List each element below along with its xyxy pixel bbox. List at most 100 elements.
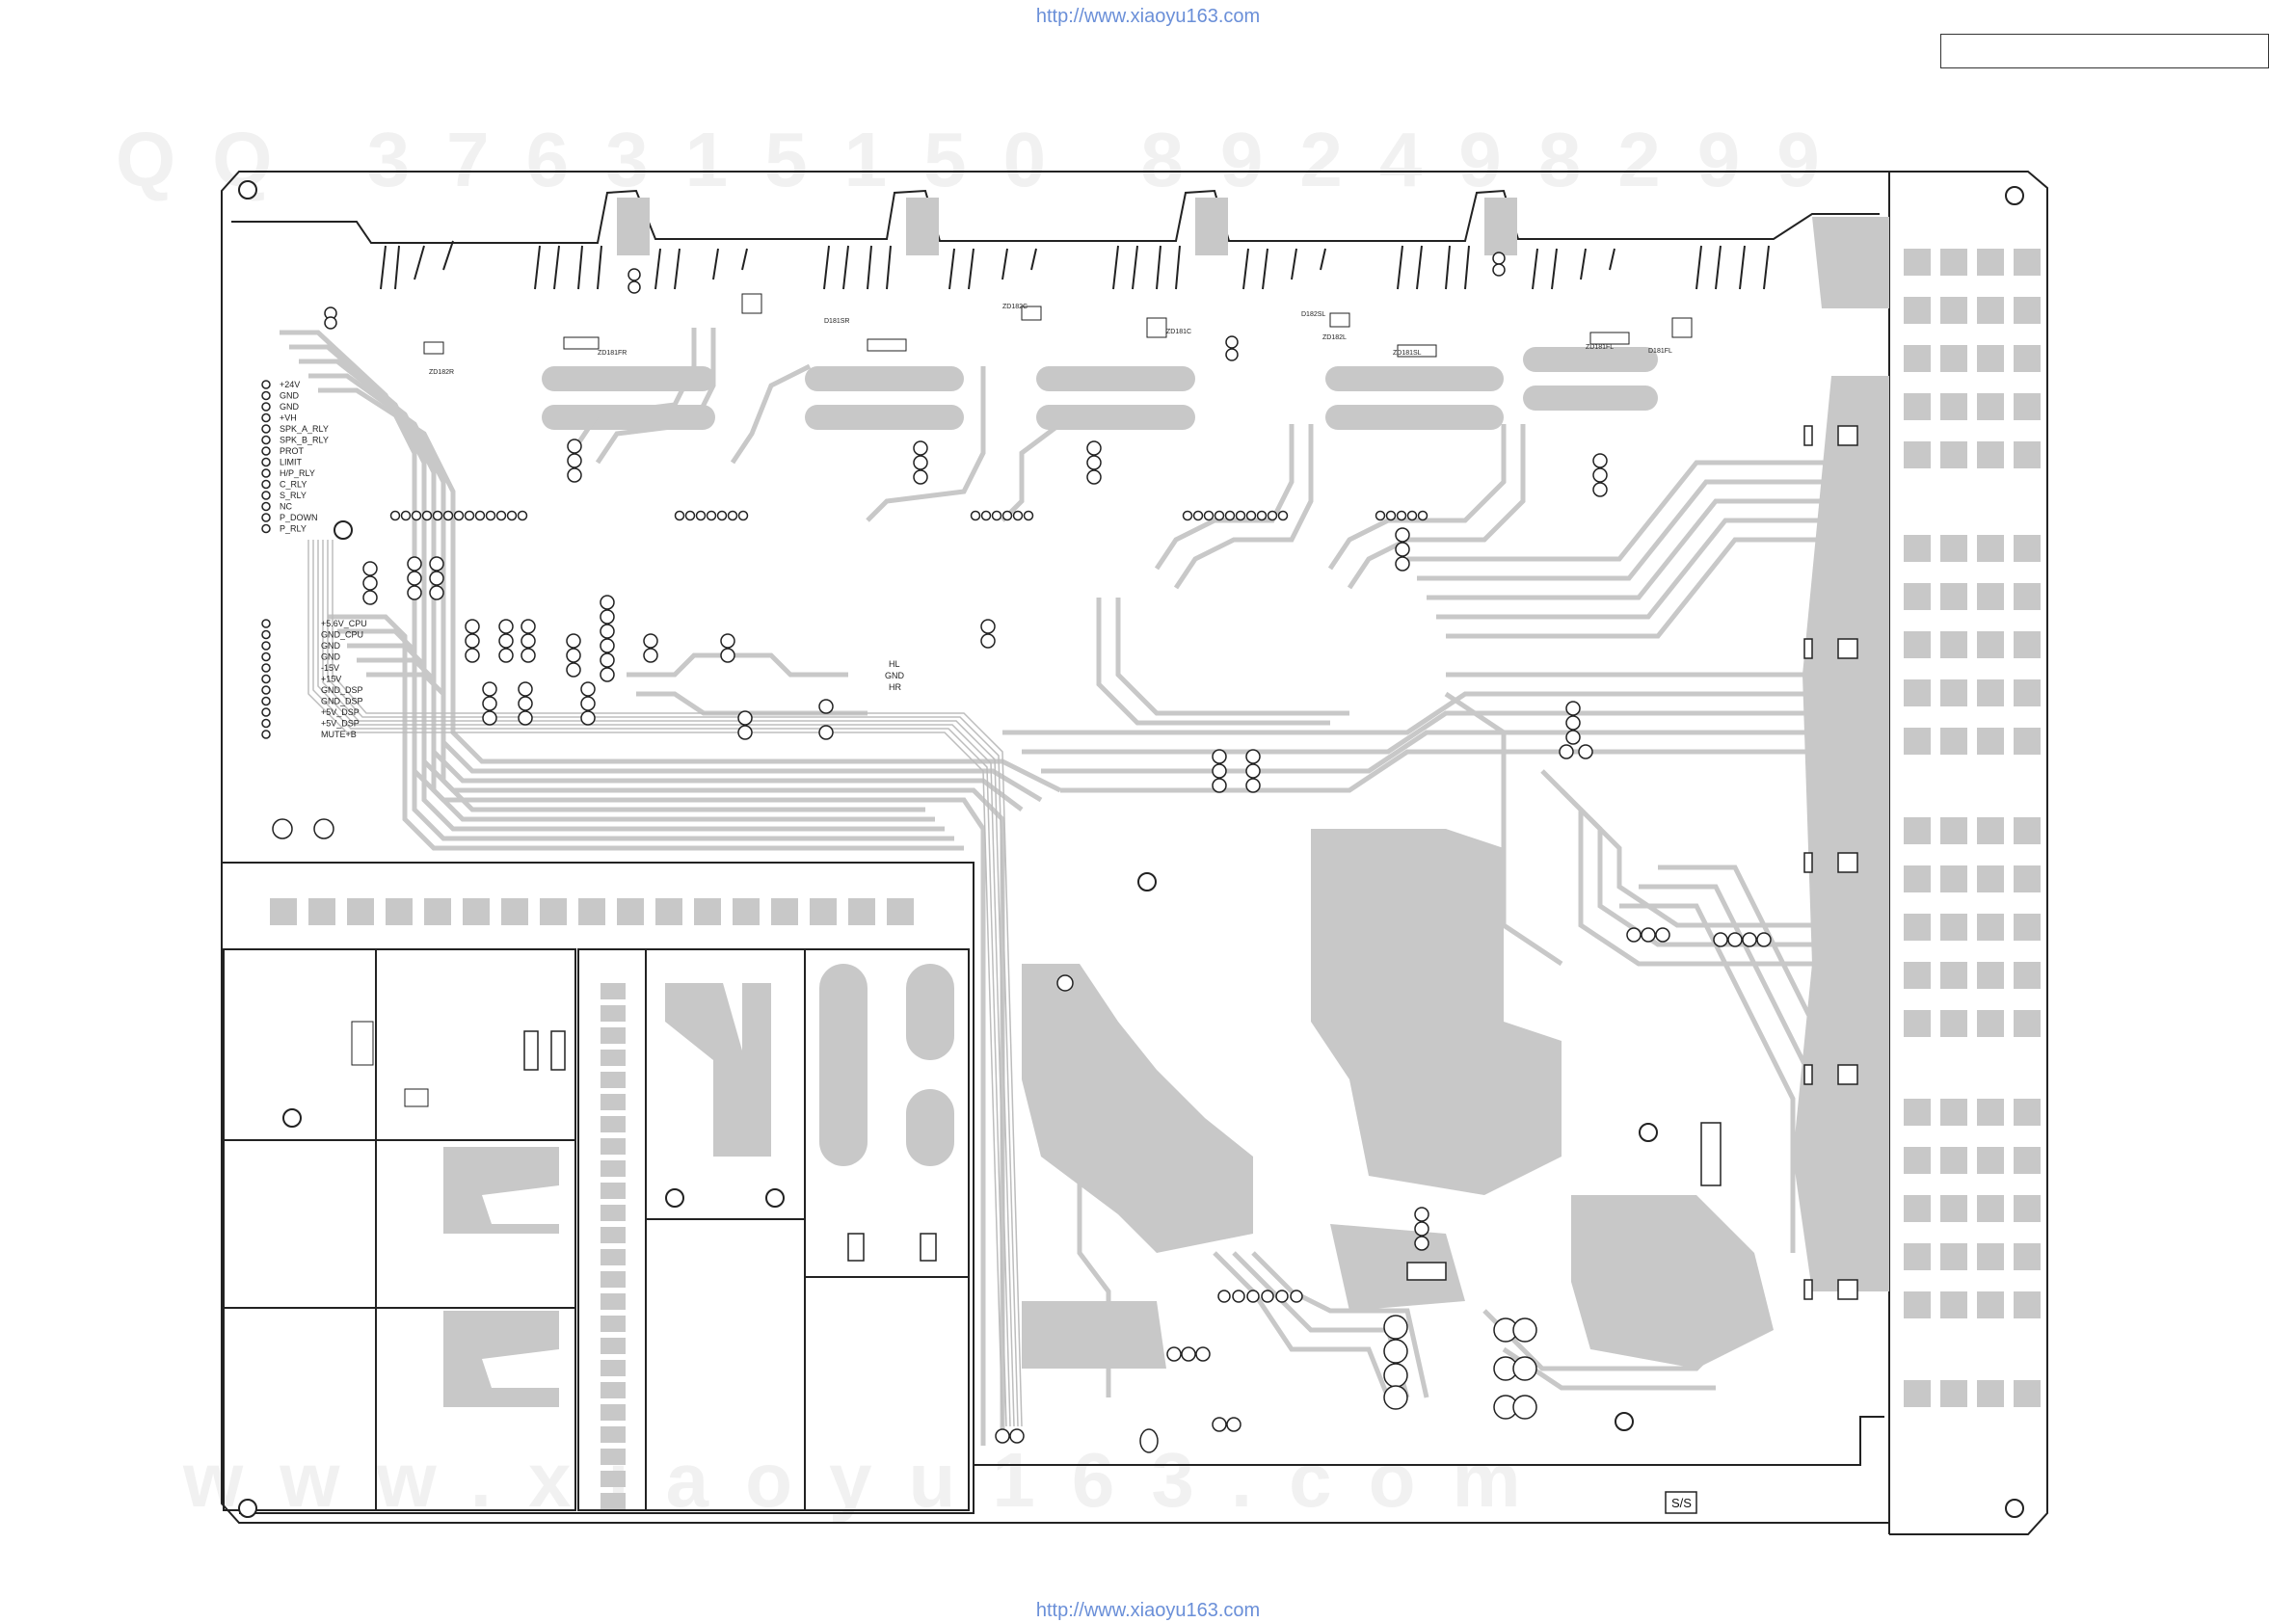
grid-pad	[1977, 817, 2004, 844]
grid-pad	[1904, 1243, 1931, 1270]
col-pad	[601, 1138, 626, 1155]
col-pad	[601, 1271, 626, 1288]
header-pin	[411, 510, 422, 521]
row-pad	[771, 898, 798, 925]
title-block-box	[1940, 34, 2269, 68]
header-pin	[1235, 510, 1246, 521]
connector-pin-label: MUTE+B	[321, 730, 357, 739]
through-hole-pads	[324, 252, 1772, 1444]
grid-pad	[1904, 962, 1931, 989]
grid-pad	[1977, 1243, 2004, 1270]
header-pin	[1224, 510, 1236, 521]
grid-pad	[1904, 249, 1931, 276]
col-pad	[601, 1094, 626, 1110]
row-pad	[655, 898, 682, 925]
header-pin	[1182, 510, 1193, 521]
col-pad	[601, 1404, 626, 1421]
grid-pad	[1977, 583, 2004, 610]
col-pad	[601, 1293, 626, 1310]
row-pad	[424, 898, 451, 925]
grid-pad	[1904, 1380, 1931, 1407]
grid-pad	[2014, 441, 2041, 468]
zd-label-7: ZD182L	[1322, 334, 1347, 341]
grid-pad	[1977, 297, 2004, 324]
pcb-traces	[280, 328, 1834, 1446]
row-pad	[540, 898, 567, 925]
grid-pad	[1940, 1147, 1967, 1174]
hr-label: HR	[889, 682, 901, 692]
row-pad	[694, 898, 721, 925]
header-pin	[1375, 510, 1386, 521]
connector-pin	[261, 501, 271, 512]
bottom-pad-row	[270, 898, 914, 925]
connector-pin	[261, 402, 271, 412]
row-pad	[887, 898, 914, 925]
grid-pad	[2014, 962, 2041, 989]
grid-pad	[2014, 249, 2041, 276]
connector-pin	[261, 523, 271, 534]
connector-pin	[261, 468, 271, 478]
connector-pin-label: H/P_RLY	[280, 468, 315, 478]
header-pin	[1277, 510, 1289, 521]
connector-pin	[261, 380, 271, 389]
connector-pin-label: GND	[280, 391, 300, 401]
grid-pad	[1940, 817, 1967, 844]
header-pin	[980, 510, 992, 521]
grid-pad	[1904, 535, 1931, 562]
grid-pad	[2014, 1010, 2041, 1037]
row-pad	[848, 898, 875, 925]
grid-pad	[1940, 914, 1967, 941]
grid-pad	[2014, 914, 2041, 941]
col-pad	[601, 1183, 626, 1199]
grid-pad	[1977, 249, 2004, 276]
connector-pin-label: SPK_A_RLY	[280, 424, 329, 434]
header-pin	[1012, 510, 1024, 521]
header-pin	[727, 510, 738, 521]
col-pad	[601, 1382, 626, 1398]
zd-label-1: ZD182R	[429, 369, 454, 376]
grid-pad	[1977, 679, 2004, 706]
grid-pad	[1977, 1380, 2004, 1407]
grid-pad	[1904, 345, 1931, 372]
connector-pin	[261, 435, 271, 445]
zd-label-5: ZD181C	[1166, 329, 1191, 335]
connector-pin	[261, 619, 271, 628]
row-pad	[386, 898, 413, 925]
grid-pad	[1940, 962, 1967, 989]
connector-pin	[261, 652, 271, 662]
top-url[interactable]: http://www.xiaoyu163.com	[1035, 6, 1261, 27]
header-pin	[453, 510, 465, 521]
col-pad	[601, 1072, 626, 1088]
grid-pad	[1977, 1010, 2004, 1037]
grid-pad	[1940, 393, 1967, 420]
grid-pad	[1904, 1099, 1931, 1126]
grid-pad	[1940, 631, 1967, 658]
zd-labels: ZD182R ZD181FR D181SR ZD182C ZD181C D182…	[429, 304, 1672, 376]
connector-mid-left-pins	[261, 619, 271, 739]
grid-pad	[1977, 1099, 2004, 1126]
connector-pin-label: GND	[280, 402, 300, 412]
grid-pad	[1904, 1291, 1931, 1318]
grid-pad	[1904, 817, 1931, 844]
connector-pin	[261, 718, 271, 729]
header-pin	[1001, 510, 1013, 521]
bottom-url[interactable]: http://www.xiaoyu163.com	[1035, 1600, 1261, 1621]
col-pad	[601, 1493, 626, 1509]
connector-pin	[261, 390, 271, 401]
connector-pin-label: +VH	[280, 413, 297, 423]
ss-label: S/S	[1671, 1496, 1692, 1510]
connector-pin	[261, 685, 271, 695]
zd-label-3: D181SR	[824, 318, 849, 325]
grid-pad	[2014, 1291, 2041, 1318]
header-pin	[1406, 510, 1418, 521]
connector-mid-left-labels: +5.6V_CPUGND_CPUGNDGND-15V+15VGND_DSPGND…	[321, 619, 367, 739]
connector-top-left-labels: +24VGNDGND+VHSPK_A_RLYSPK_B_RLYPROTLIMIT…	[280, 380, 329, 534]
grid-pad	[1977, 441, 2004, 468]
header-pin	[1385, 510, 1397, 521]
grid-pad	[2014, 1099, 2041, 1126]
mounting-holes	[238, 180, 2024, 1518]
header-pin	[1396, 510, 1407, 521]
connector-pin-label: GND_DSP	[321, 697, 363, 706]
header-pin	[706, 510, 717, 521]
col-pad	[601, 1116, 626, 1132]
